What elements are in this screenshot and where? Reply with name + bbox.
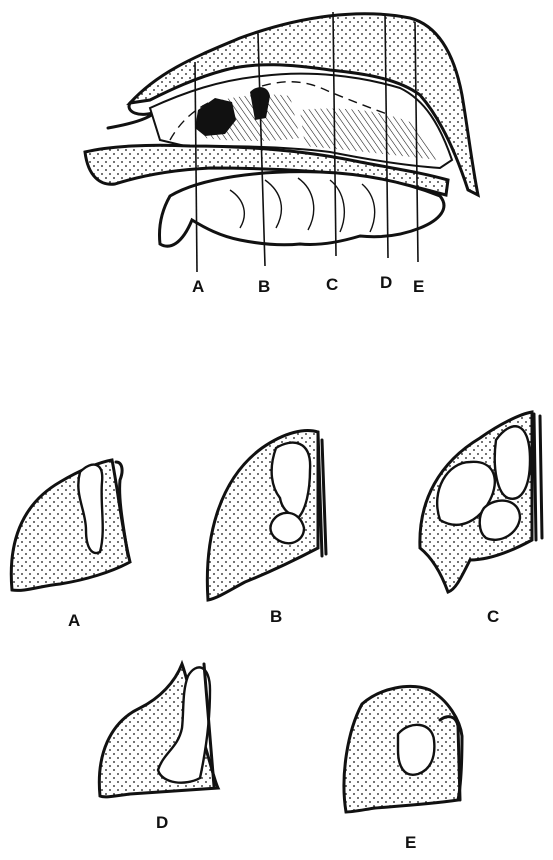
panel-label-a: A [68, 611, 80, 630]
panel-label-d: D [156, 813, 168, 832]
lateral-view: A B C D E [85, 12, 478, 296]
panel-label-c: C [487, 607, 499, 626]
panel-label-b: B [270, 607, 282, 626]
cross-section-d: D [99, 664, 218, 832]
cross-section-a: A [11, 460, 130, 630]
cross-section-e: E [344, 686, 462, 852]
cross-section-c: C [420, 412, 542, 626]
cross-section-b: B [207, 431, 326, 626]
section-label-d: D [380, 273, 392, 292]
panel-label-e: E [405, 833, 416, 852]
section-label-a: A [192, 277, 204, 296]
section-label-c: C [326, 275, 338, 294]
section-label-b: B [258, 277, 270, 296]
palate [159, 172, 443, 246]
section-label-e: E [413, 277, 424, 296]
